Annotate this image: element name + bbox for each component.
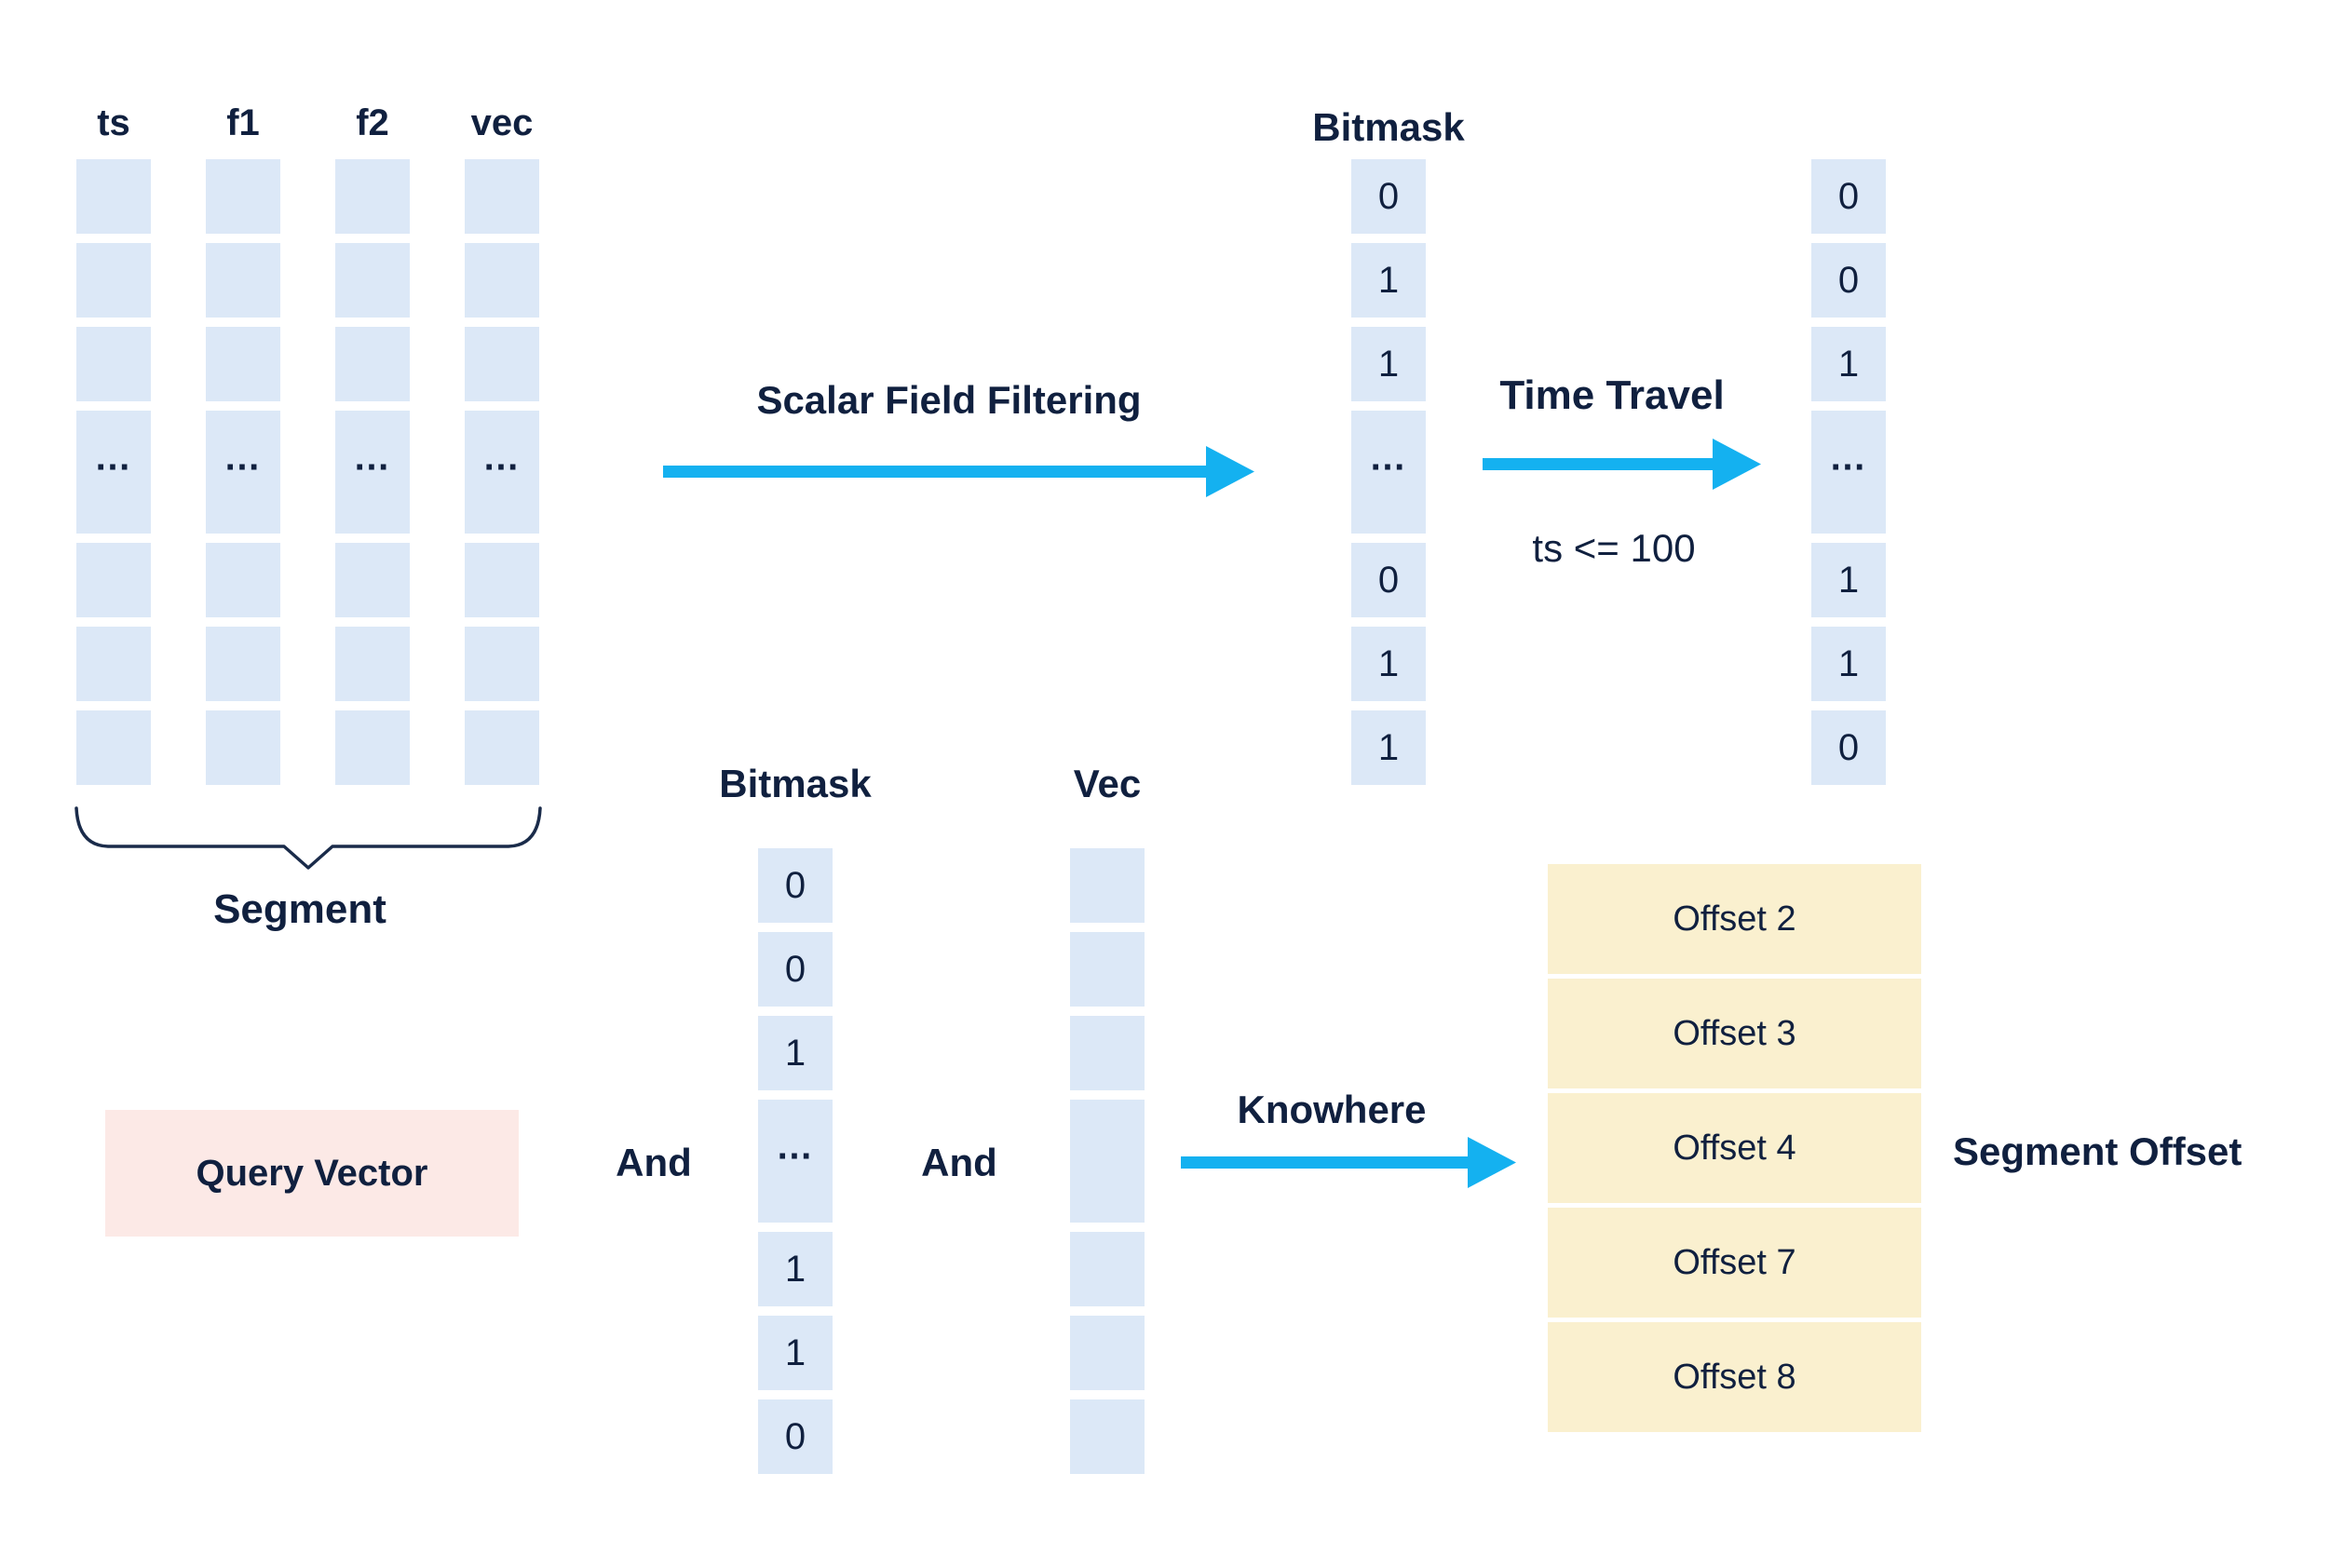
segment-brace: [75, 806, 542, 870]
data-cell: 0: [1351, 543, 1426, 617]
bitmask-bottom-column: 0 0 1 … 1 1 0: [758, 848, 833, 1474]
segment-column-f2: …: [335, 159, 410, 785]
data-cell: [206, 543, 280, 617]
bitmask-after-travel-column: 0 0 1 … 1 1 0: [1811, 159, 1886, 785]
bitmask-top-column: 0 1 1 … 0 1 1: [1351, 159, 1426, 785]
offset-box: Offset 2: [1548, 864, 1921, 974]
data-cell: 1: [758, 1232, 833, 1306]
segment-column-f1: …: [206, 159, 280, 785]
data-cell: [1070, 848, 1145, 923]
and-operator-right: And: [921, 1141, 997, 1184]
ellipsis-cell: …: [206, 411, 280, 534]
data-cell: 1: [1351, 327, 1426, 401]
data-cell: [206, 159, 280, 234]
data-cell: 1: [1351, 243, 1426, 318]
data-cell: 0: [1811, 159, 1886, 234]
data-cell: 0: [1811, 710, 1886, 785]
data-cell: [1070, 1399, 1145, 1474]
ellipsis-cell: …: [76, 411, 151, 534]
data-cell: [335, 327, 410, 401]
data-cell: [1070, 932, 1145, 1007]
data-cell: [76, 243, 151, 318]
vec-bottom-column: [1070, 848, 1145, 1474]
column-label-f2: f2: [356, 101, 389, 143]
offset-box: Offset 8: [1548, 1322, 1921, 1432]
ellipsis-cell: …: [1351, 411, 1426, 534]
vec-bottom-label: Vec: [1073, 762, 1142, 805]
data-cell: [206, 243, 280, 318]
ellipsis-cell: …: [1811, 411, 1886, 534]
data-cell: 1: [1351, 627, 1426, 701]
data-cell: [76, 159, 151, 234]
and-operator-left: And: [616, 1141, 692, 1184]
data-cell: 1: [1811, 627, 1886, 701]
offset-box: Offset 7: [1548, 1208, 1921, 1318]
segment-label: Segment: [213, 886, 386, 932]
data-cell: [335, 243, 410, 318]
data-cell: [335, 710, 410, 785]
data-cell: [1070, 1316, 1145, 1390]
data-cell: 1: [1811, 543, 1886, 617]
time-travel-arrow: [1483, 439, 1761, 490]
query-vector-label: Query Vector: [196, 1152, 428, 1194]
data-cell: [206, 710, 280, 785]
ellipsis-cell: …: [335, 411, 410, 534]
data-cell: 1: [1351, 710, 1426, 785]
data-cell: [1070, 1100, 1145, 1223]
data-cell: [1070, 1232, 1145, 1306]
offset-box: Offset 3: [1548, 979, 1921, 1088]
data-cell: [1070, 1016, 1145, 1090]
column-label-ts: ts: [97, 101, 130, 143]
data-cell: 0: [758, 932, 833, 1007]
knowhere-arrow: [1181, 1137, 1516, 1188]
data-cell: [76, 327, 151, 401]
data-cell: [76, 543, 151, 617]
knowhere-label: Knowhere: [1237, 1088, 1427, 1131]
scalar-filtering-arrow: [663, 446, 1254, 497]
time-travel-title: Time Travel: [1499, 372, 1725, 418]
data-cell: [465, 159, 539, 234]
ellipsis-cell: …: [465, 411, 539, 534]
segment-column-ts: …: [76, 159, 151, 785]
ellipsis-cell: …: [758, 1100, 833, 1223]
data-cell: [76, 627, 151, 701]
data-cell: [206, 327, 280, 401]
data-cell: 1: [758, 1016, 833, 1090]
column-label-vec: vec: [470, 101, 534, 143]
scalar-field-filtering-title: Scalar Field Filtering: [756, 378, 1142, 422]
segment-offset-label: Segment Offset: [1953, 1129, 2242, 1173]
data-cell: [335, 543, 410, 617]
data-cell: [76, 710, 151, 785]
data-cell: [465, 627, 539, 701]
data-cell: [465, 327, 539, 401]
column-label-f1: f1: [226, 101, 260, 143]
data-cell: [465, 710, 539, 785]
bitmask-bottom-label: Bitmask: [719, 762, 872, 805]
data-cell: [465, 243, 539, 318]
segment-column-vec: …: [465, 159, 539, 785]
time-travel-condition: ts <= 100: [1532, 526, 1696, 570]
data-cell: [206, 627, 280, 701]
data-cell: [335, 159, 410, 234]
query-vector-box: Query Vector: [105, 1110, 519, 1237]
data-cell: [335, 627, 410, 701]
data-cell: 0: [1351, 159, 1426, 234]
data-cell: 1: [1811, 327, 1886, 401]
data-cell: 0: [758, 848, 833, 923]
data-cell: 0: [758, 1399, 833, 1474]
data-cell: 1: [758, 1316, 833, 1390]
data-cell: 0: [1811, 243, 1886, 318]
bitmask-top-label: Bitmask: [1312, 105, 1465, 149]
data-cell: [465, 543, 539, 617]
offset-box: Offset 4: [1548, 1093, 1921, 1203]
